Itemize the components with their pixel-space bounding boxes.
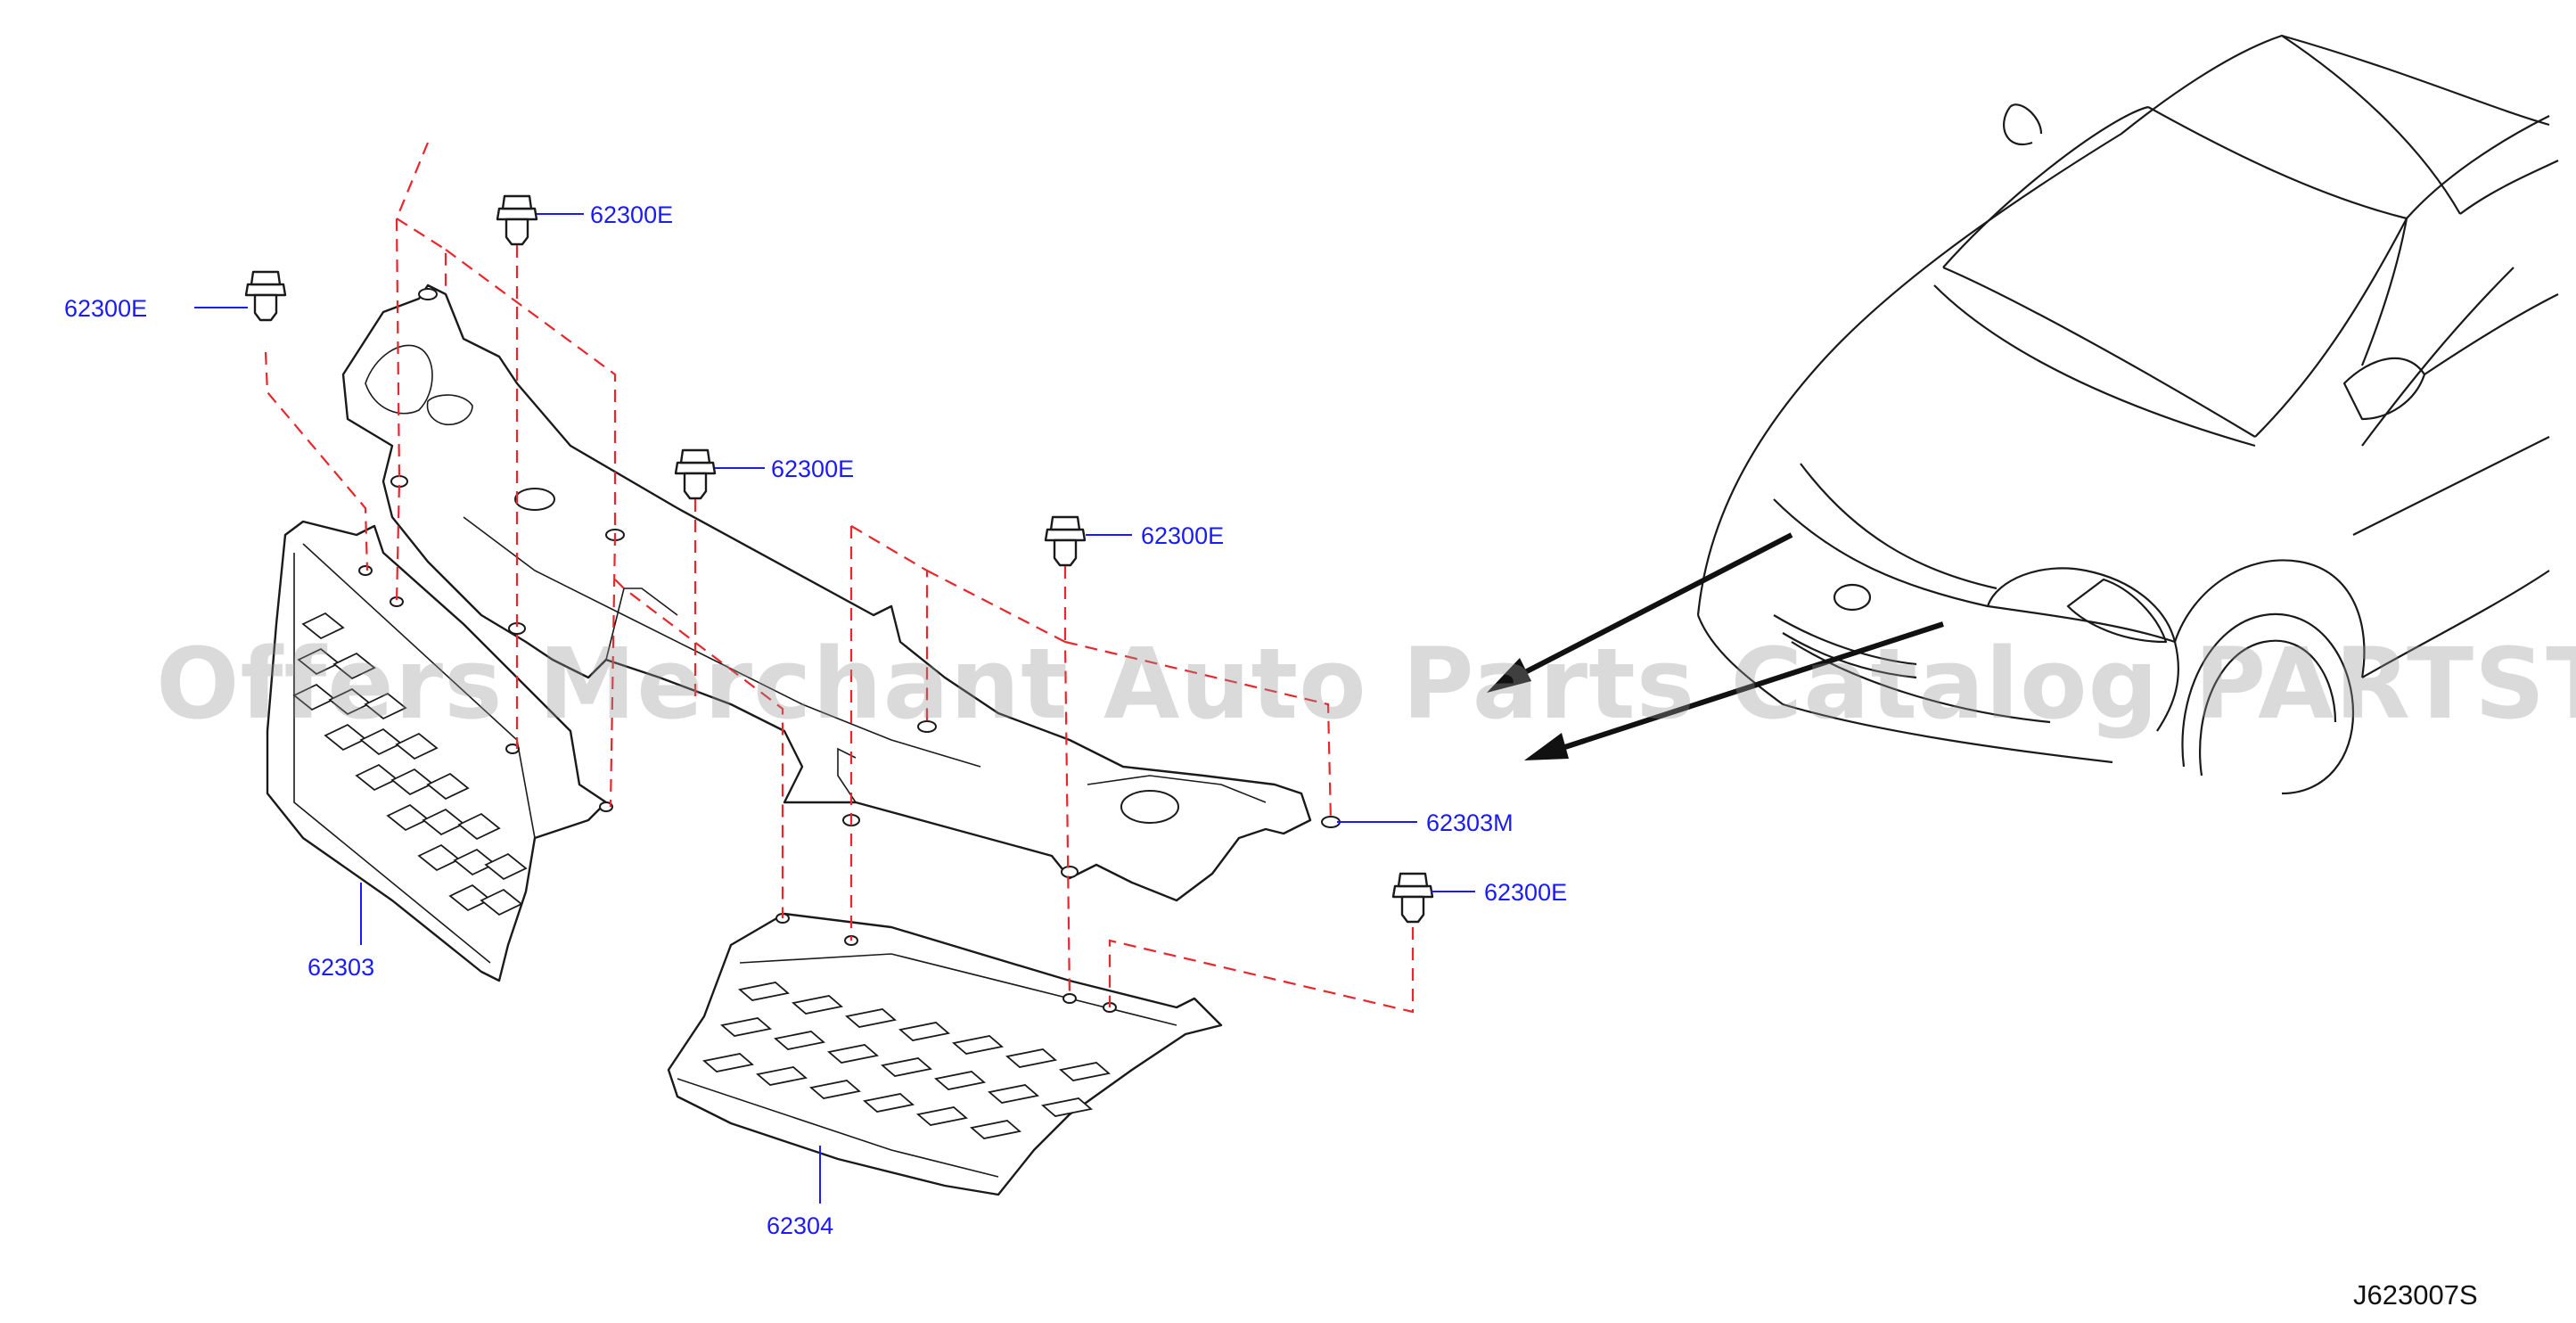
clip-fasteners [244, 194, 1434, 924]
callout-lower-grille: 62304 [767, 1212, 834, 1239]
direction-arrows [1487, 532, 1944, 760]
watermark-text: Offers Merchant Auto Parts Catalog PARTS… [156, 627, 2576, 741]
callout-bracket: 62303M [1426, 809, 1514, 836]
lower-grille-slats [702, 982, 1111, 1139]
callout-clip-a: 62300E [64, 295, 148, 322]
callout-upper-grille: 62303 [308, 954, 375, 981]
callout-clip-e: 62300E [1484, 879, 1568, 906]
leader-lines [194, 213, 1475, 1204]
vehicle-illustration [1696, 34, 2559, 795]
lower-grille [667, 912, 1223, 1196]
callout-clip-b: 62300E [590, 201, 674, 228]
upper-grille-slats [292, 612, 528, 916]
clip-d [1044, 515, 1087, 567]
clip-c [674, 448, 717, 500]
diagram-code: J623007S [2353, 1279, 2478, 1311]
callout-clip-c: 62300E [771, 456, 855, 482]
upper-grille [266, 520, 613, 982]
clip-b [496, 194, 538, 246]
upper-mounting-bracket [341, 284, 1341, 902]
callout-clip-d: 62300E [1141, 522, 1225, 549]
assembly-guide-lines [264, 142, 1415, 1014]
clip-a [244, 270, 287, 322]
clip-e [1391, 872, 1434, 924]
